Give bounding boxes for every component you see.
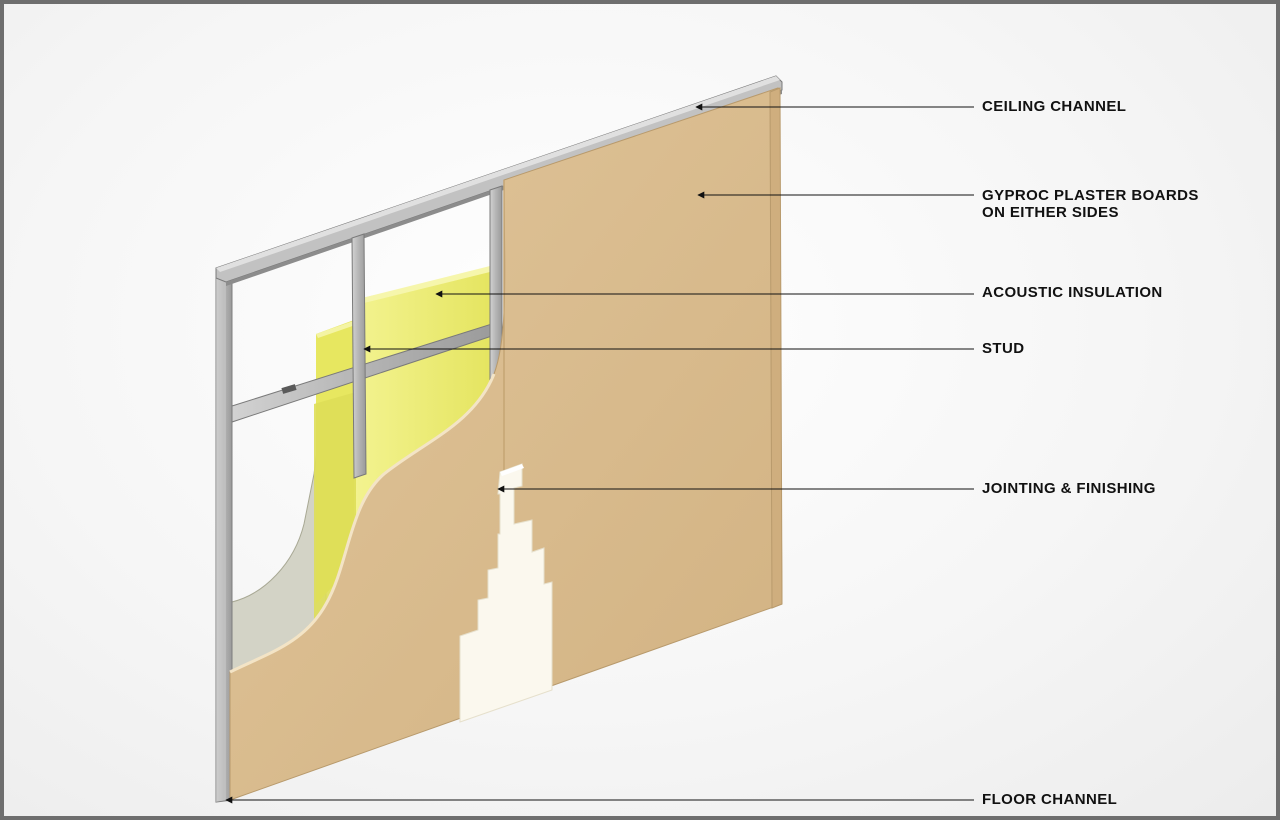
label-ceiling-channel: CEILING CHANNEL: [982, 98, 1126, 115]
label-plaster-boards: GYPROC PLASTER BOARDS ON EITHER SIDES: [982, 187, 1199, 221]
label-stud-text: STUD: [982, 340, 1025, 357]
label-floor-channel-text: FLOOR CHANNEL: [982, 791, 1118, 808]
label-plaster-boards-line2: ON EITHER SIDES: [982, 204, 1119, 221]
label-floor-channel: FLOOR CHANNEL: [982, 791, 1117, 808]
jointing-compound: [459, 463, 553, 723]
label-acoustic-insulation: ACOUSTIC INSULATION: [982, 284, 1163, 301]
label-stud: STUD: [982, 340, 1024, 357]
label-jointing-finishing: JOINTING & FINISHING: [982, 480, 1156, 497]
label-jointing-finishing-text: JOINTING & FINISHING: [982, 480, 1156, 497]
label-plaster-boards-line1: GYPROC PLASTER BOARDS: [982, 187, 1199, 204]
partition-wall-diagram: [215, 75, 974, 804]
leader-lines: [225, 103, 974, 804]
label-acoustic-insulation-text: ACOUSTIC INSULATION: [982, 284, 1163, 301]
label-ceiling-channel-text: CEILING CHANNEL: [982, 98, 1127, 115]
